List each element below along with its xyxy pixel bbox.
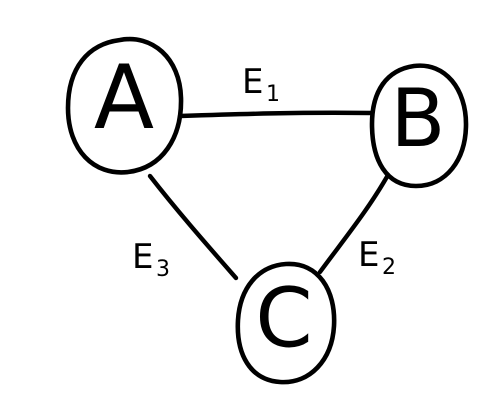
edge-e1-label: E xyxy=(242,62,263,102)
edge-e2-label: E xyxy=(358,235,379,275)
edge-e2-subscript: 2 xyxy=(382,255,396,280)
node-a: A xyxy=(65,36,184,175)
edge-e3: E 3 xyxy=(132,173,239,282)
edge-e3-label: E xyxy=(132,237,153,277)
edge-e1: E 1 xyxy=(177,62,375,119)
node-b-label: B xyxy=(391,72,446,165)
edge-e3-line xyxy=(147,173,239,281)
edge-e3-subscript: 3 xyxy=(156,257,170,282)
edge-e1-subscript: 1 xyxy=(266,82,280,107)
node-c: C xyxy=(235,261,337,385)
node-c-circle xyxy=(235,261,337,385)
node-b-circle xyxy=(369,63,469,189)
node-c-label: C xyxy=(255,271,312,366)
edge-e2-line xyxy=(317,172,391,275)
node-a-circle xyxy=(65,36,184,175)
node-b: B xyxy=(369,63,469,189)
edge-e2: E 2 xyxy=(317,172,396,280)
node-a-label: A xyxy=(94,46,154,149)
edge-e1-line xyxy=(177,110,375,119)
